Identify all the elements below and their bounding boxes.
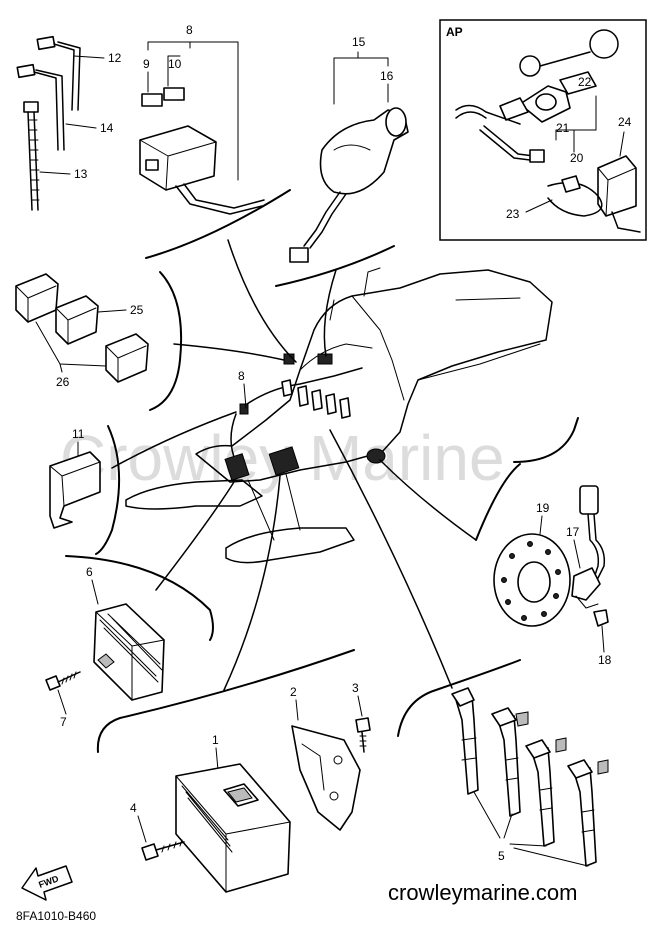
callout-26: 26 [56, 375, 70, 389]
callout-13: 13 [74, 167, 88, 181]
callout-10: 10 [168, 57, 182, 71]
callout-5: 5 [498, 849, 505, 863]
leader-clamp-to-body [111, 411, 237, 469]
leader-fuse-to-body [227, 239, 297, 363]
ignition-coils [451, 687, 609, 867]
callout-15: 15 [352, 35, 366, 49]
rectifier-regulator [93, 603, 165, 701]
cable-ties-group [16, 35, 81, 211]
callout-2: 2 [290, 685, 297, 699]
bracket-15 [333, 57, 389, 67]
fuse-10 [163, 87, 185, 101]
callout-8: 8 [186, 23, 193, 37]
callout-6: 6 [86, 565, 93, 579]
leader-connectors-to-body [173, 343, 285, 361]
pulser-rotor [493, 533, 571, 627]
bolt-7 [45, 671, 81, 691]
callout-16: 16 [380, 69, 394, 83]
leader-cdi-to-body [223, 475, 281, 691]
drawing-code: 8FA1010-B460 [16, 909, 96, 923]
callout-25: 25 [130, 303, 144, 317]
leader-pulser-to-body [379, 459, 477, 541]
callout-20: 20 [570, 151, 584, 165]
callout-4: 4 [130, 801, 137, 815]
leader-coils-to-body [329, 429, 453, 689]
group-bracket-11 [95, 425, 121, 555]
leader-12 [73, 55, 105, 59]
callout-1: 1 [212, 733, 219, 747]
clamp [49, 451, 101, 529]
leader-5 [473, 791, 589, 867]
main-switch [289, 107, 409, 263]
vehicle-body [125, 267, 553, 564]
connector-boxes [15, 273, 149, 383]
callout-19: 19 [536, 501, 550, 515]
callout-8-secondary: 8 [238, 369, 245, 383]
callout-7: 7 [60, 715, 67, 729]
bolt-3 [355, 717, 371, 753]
leader-regulator-to-body [155, 481, 235, 591]
fwd-direction-arrow: FWD [21, 865, 73, 901]
group-bracket-15 [275, 245, 395, 287]
callout-9: 9 [143, 57, 150, 71]
group-bracket-8 [145, 189, 291, 259]
callout-3: 3 [352, 681, 359, 695]
callout-21: 21 [556, 121, 570, 135]
callout-24: 24 [618, 115, 632, 129]
accessory-box: AP [439, 19, 647, 241]
pulser-coil [571, 485, 609, 627]
group-bracket-1 [96, 649, 355, 753]
callout-18: 18 [598, 653, 612, 667]
accessory-box-label: AP [446, 25, 463, 39]
bracket-20 [555, 95, 597, 141]
fuse-9 [141, 93, 163, 107]
leader-switch-to-body [323, 269, 337, 357]
group-bracket-5 [397, 659, 521, 737]
website-text: crowleymarine.com [388, 880, 578, 905]
group-bracket-6 [65, 555, 214, 641]
callout-17: 17 [566, 525, 580, 539]
group-bracket-25 [149, 271, 183, 411]
callout-11: 11 [72, 427, 85, 441]
group-bracket-19 [475, 463, 521, 541]
bolt-4 [141, 839, 185, 861]
callout-14: 14 [100, 121, 114, 135]
callout-22: 22 [578, 75, 592, 89]
cdi-unit [175, 763, 291, 893]
leader-13 [39, 171, 71, 175]
fuse-holder [139, 125, 265, 215]
callout-23: 23 [506, 207, 520, 221]
bracket-8 [147, 41, 239, 181]
callout-12: 12 [108, 51, 122, 65]
cdi-bracket [291, 725, 361, 831]
leader-14 [65, 123, 97, 129]
